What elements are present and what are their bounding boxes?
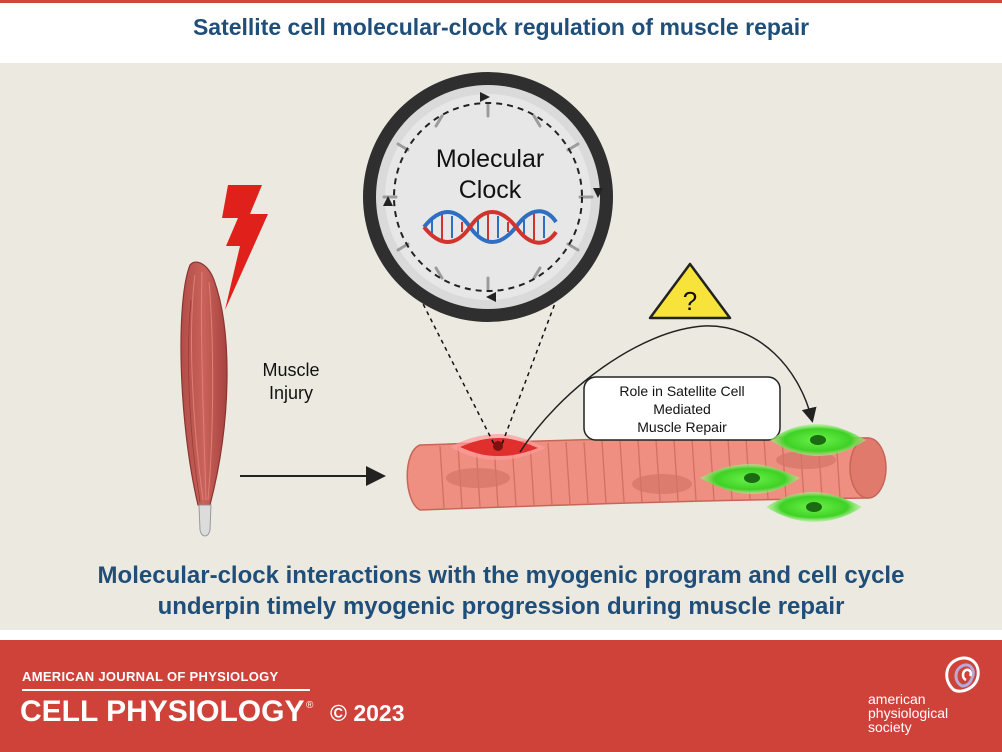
footer: AMERICAN JOURNAL OF PHYSIOLOGY CELL PHYS…	[0, 640, 1002, 752]
dna-icon	[422, 209, 558, 245]
journal-line: AMERICAN JOURNAL OF PHYSIOLOGY	[22, 669, 279, 684]
society-name: american physiological society	[868, 692, 948, 734]
role-box-line2: Mediated	[653, 401, 711, 417]
warning-symbol: ?	[683, 286, 697, 316]
registered-mark: ®	[306, 700, 314, 711]
conclusion-line1: Molecular-clock interactions with the my…	[97, 562, 905, 589]
conclusion-line2: underpin timely myogenic progression dur…	[157, 593, 845, 620]
warning-icon	[648, 262, 732, 320]
clock-label-line2: Clock	[459, 176, 522, 204]
society-line2: physiological	[868, 705, 949, 721]
society-line1: american	[868, 691, 926, 707]
repair-arrow	[519, 325, 817, 453]
clock-icon	[363, 72, 613, 322]
journal-name: CELL PHYSIOLOGY	[20, 695, 305, 728]
page-title: Satellite cell molecular-clock regulatio…	[192, 14, 810, 40]
zoom-line-right	[501, 289, 561, 445]
cell-nucleus	[493, 441, 503, 451]
injury-label-line2: Injury	[269, 383, 313, 403]
society-logo-icon	[945, 656, 980, 693]
journal-rule	[22, 689, 310, 691]
muscle-icon	[180, 261, 228, 537]
injury-label-line1: Muscle	[262, 360, 319, 380]
copyright: © 2023	[330, 700, 405, 726]
role-box-line1: Role in Satellite Cell	[619, 383, 744, 399]
lightning-icon	[222, 185, 268, 310]
society-line3: society	[868, 719, 912, 735]
satellite-cell-icon	[700, 424, 866, 522]
diagram: Muscle Injury	[180, 72, 887, 537]
conclusion-text: Molecular-clock interactions with the my…	[0, 560, 1002, 622]
clock-label-line1: Molecular	[436, 145, 544, 173]
role-box-line3: Muscle Repair	[637, 419, 727, 435]
role-box	[583, 376, 781, 441]
top-rule	[0, 0, 1002, 3]
